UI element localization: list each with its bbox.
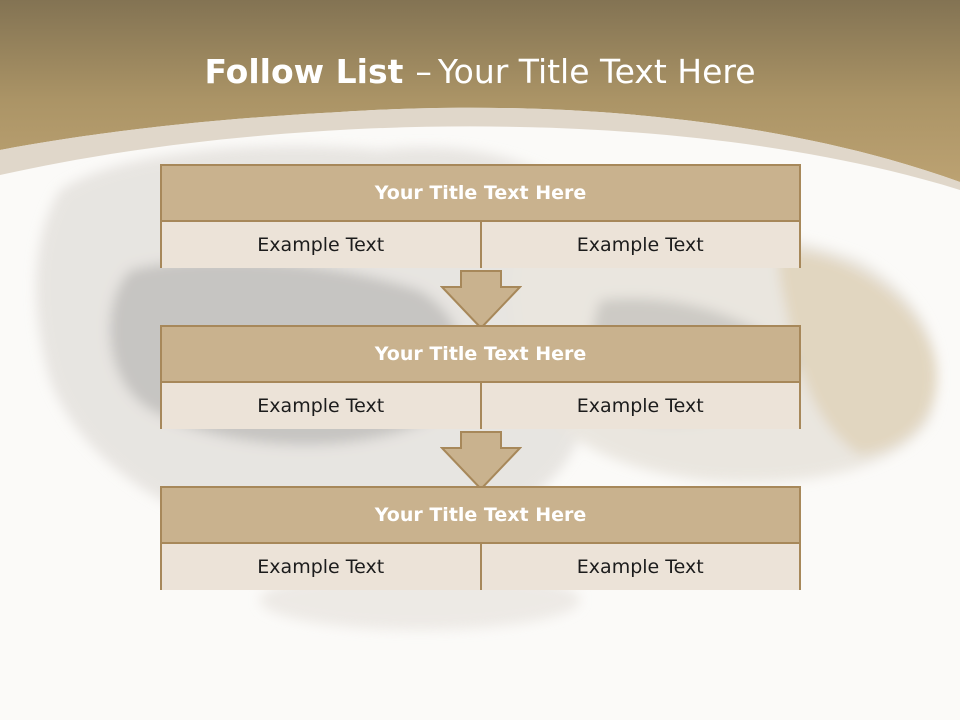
list-block-2: Your Title Text Here Example Text Exampl… (160, 325, 801, 429)
title-rest: Your Title Text Here (437, 52, 756, 91)
block-cell-left: Example Text (257, 556, 385, 578)
list-block-3: Your Title Text Here Example Text Exampl… (160, 486, 801, 590)
block-row: Example Text Example Text (162, 544, 799, 590)
down-arrow-icon (440, 431, 522, 491)
title-bold-part: Follow List (204, 52, 404, 91)
block-cell-left: Example Text (257, 234, 385, 256)
block-cell-left: Example Text (257, 395, 385, 417)
slide-title: Follow List–Your Title Text Here (0, 52, 960, 91)
down-arrow-icon (440, 270, 522, 330)
block-cell-right: Example Text (479, 222, 800, 268)
header-banner (0, 0, 960, 190)
block-cell-right: Example Text (479, 544, 800, 590)
block-row: Example Text Example Text (162, 383, 799, 429)
block-row: Example Text Example Text (162, 222, 799, 268)
block-title: Your Title Text Here (162, 327, 799, 383)
block-title: Your Title Text Here (162, 488, 799, 544)
block-cell-right: Example Text (479, 383, 800, 429)
block-title: Your Title Text Here (162, 166, 799, 222)
title-dash: – (415, 52, 432, 91)
list-block-1: Your Title Text Here Example Text Exampl… (160, 164, 801, 268)
